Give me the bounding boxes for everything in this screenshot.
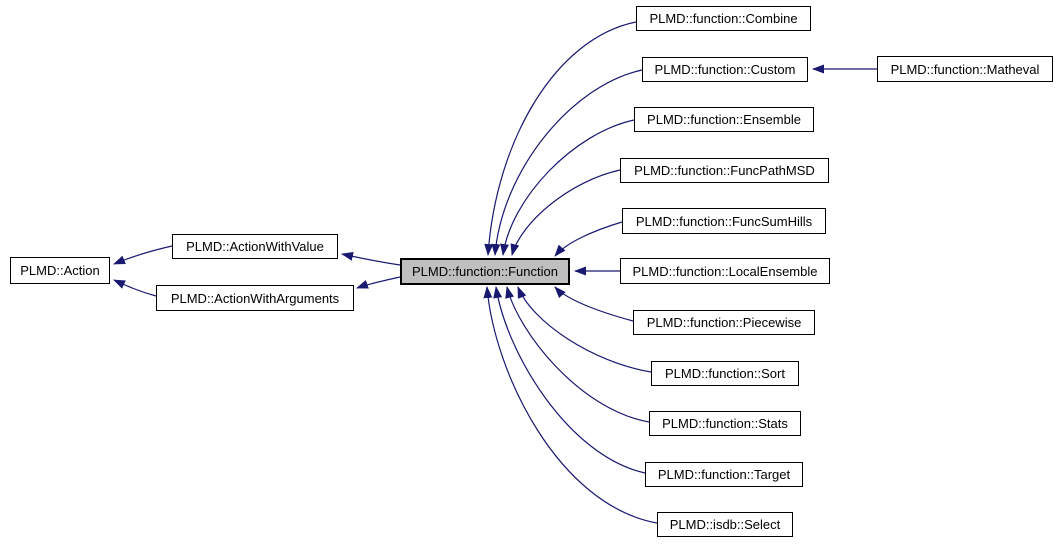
node-plmd-function-funcsumhills[interactable]: PLMD::function::FuncSumHills [622,208,826,234]
edge-custom-to-function [491,69,643,256]
node-plmd-function-stats[interactable]: PLMD::function::Stats [649,411,801,436]
node-plmd-function-function-current: PLMD::function::Function [400,258,570,285]
edge-stats-to-function [505,286,650,423]
edge-funcsumhills-to-function [554,221,623,257]
node-plmd-isdb-select[interactable]: PLMD::isdb::Select [657,512,793,537]
node-plmd-actionwitharguments[interactable]: PLMD::ActionWithArguments [156,285,354,311]
node-plmd-function-sort[interactable]: PLMD::function::Sort [651,361,799,386]
node-plmd-function-funcpathmsd[interactable]: PLMD::function::FuncPathMSD [620,158,829,183]
edge-awv-to-action [113,245,173,265]
edge-target-to-function [493,286,646,474]
edge-ensemble-to-function [500,119,635,256]
node-plmd-function-piecewise[interactable]: PLMD::function::Piecewise [633,310,815,335]
node-plmd-function-custom[interactable]: PLMD::function::Custom [642,57,808,82]
edge-select-to-function [483,286,658,524]
edge-funcpathmsd-to-function [510,169,621,256]
edge-function-to-awv [341,251,401,266]
node-plmd-function-localensemble[interactable]: PLMD::function::LocalEnsemble [620,258,830,284]
node-plmd-function-matheval[interactable]: PLMD::function::Matheval [877,56,1053,82]
node-plmd-action[interactable]: PLMD::Action [10,257,110,284]
edge-awa-to-action [113,279,157,297]
node-plmd-function-ensemble[interactable]: PLMD::function::Ensemble [634,107,814,132]
edge-sort-to-function [517,286,652,373]
node-plmd-actionwithvalue[interactable]: PLMD::ActionWithValue [172,234,338,259]
edge-combine-to-function [484,21,637,256]
edge-piecewise-to-function [554,286,634,322]
node-plmd-function-target[interactable]: PLMD::function::Target [645,462,803,487]
node-plmd-function-combine[interactable]: PLMD::function::Combine [636,6,811,31]
edge-function-to-awa [356,276,401,289]
